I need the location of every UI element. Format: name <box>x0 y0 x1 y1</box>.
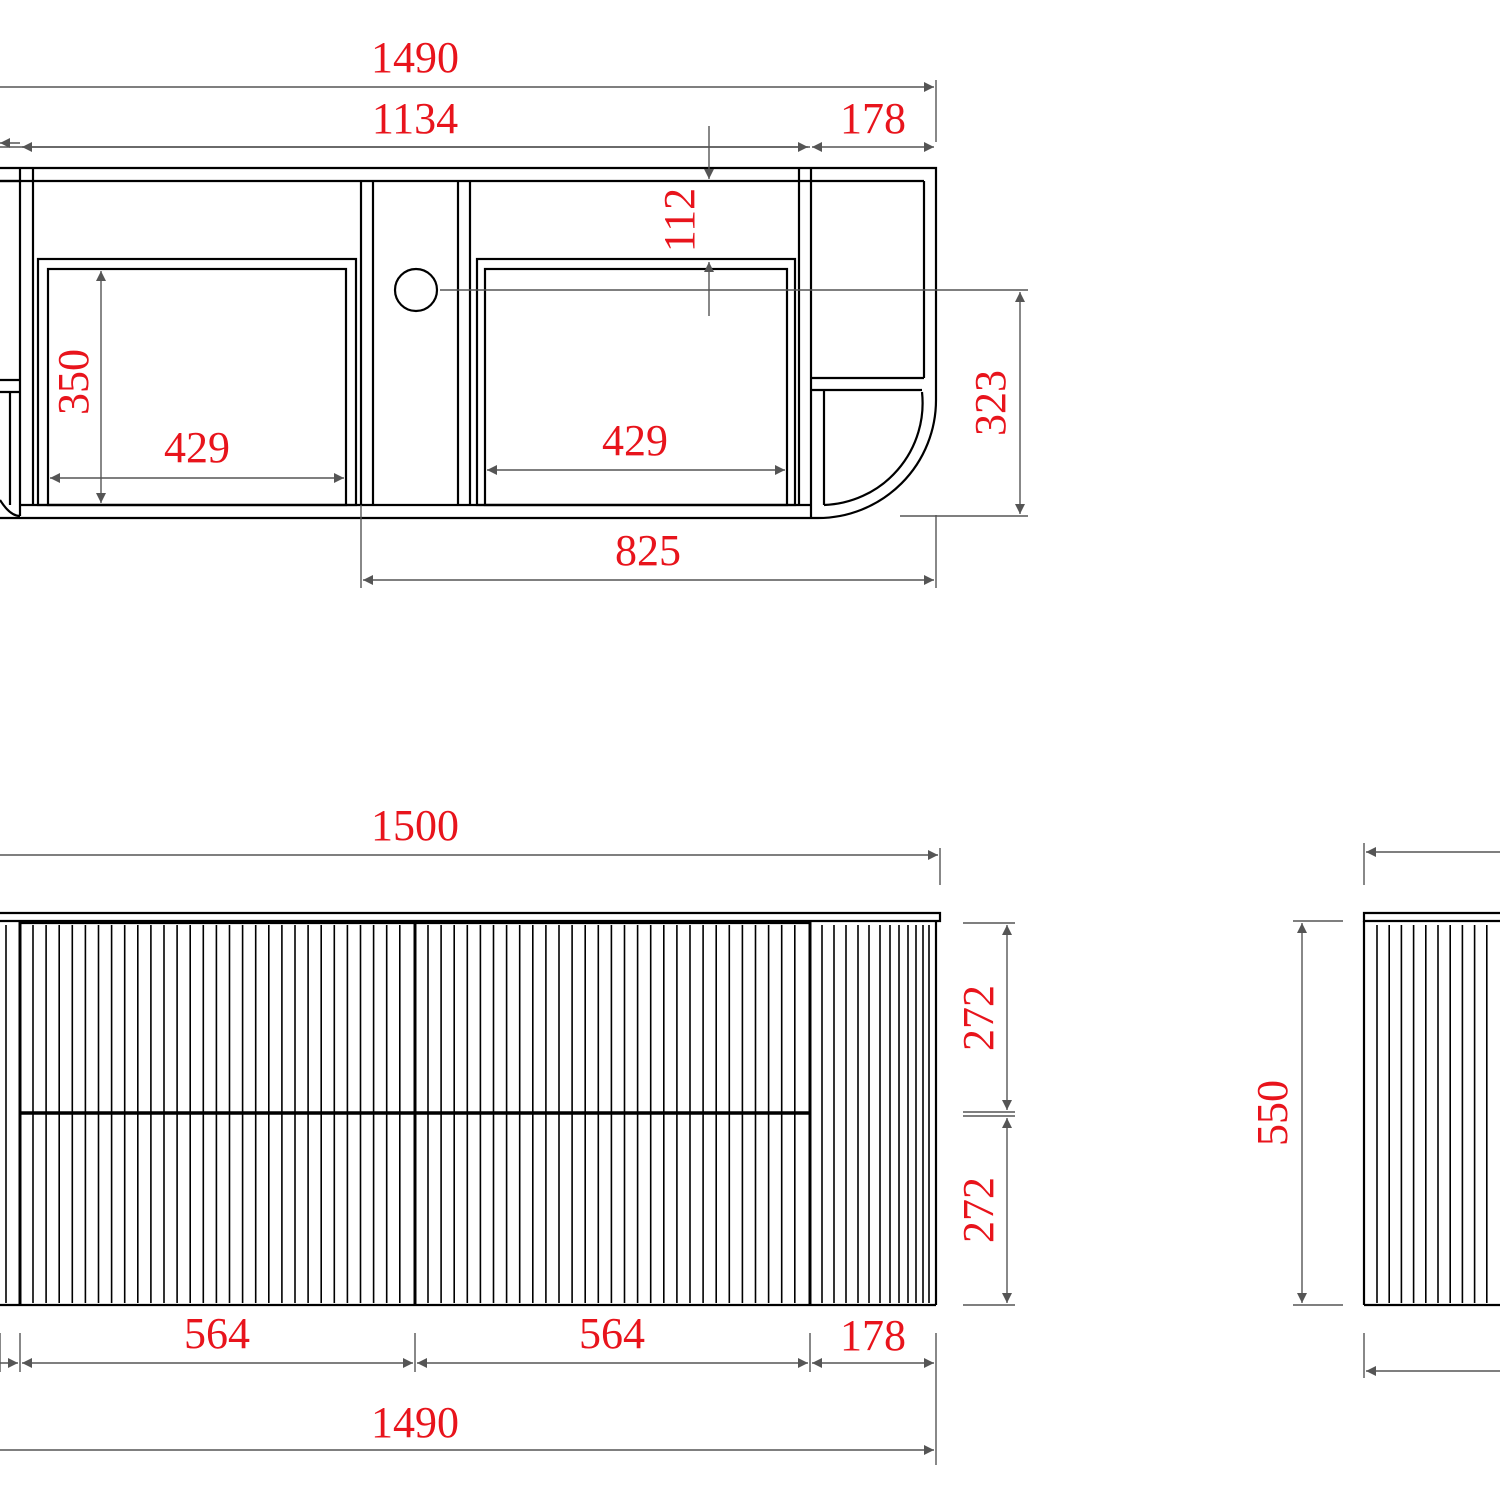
dim-front-left-drawer: 564 <box>184 1309 250 1358</box>
side-flutes <box>1376 925 1488 1303</box>
dim-top-left-drawer: 429 <box>164 423 230 472</box>
front-top-slab <box>0 911 942 923</box>
side-top-slab <box>1362 911 1500 923</box>
waste-hole <box>393 267 439 313</box>
dim-top-overall-width: 1490 <box>371 33 459 82</box>
dim-top-right-section: 825 <box>615 526 681 575</box>
top-view: 1490 1134 178 112 350 429 429 323 825 <box>0 33 1028 588</box>
side-view: 550 <box>1248 843 1500 1378</box>
dim-front-end-width: 178 <box>840 1311 906 1360</box>
dim-top-main-width: 1134 <box>372 94 458 143</box>
left-drawer-box-inner <box>46 267 348 507</box>
dim-front-drawer-bottom-height: 272 <box>954 1177 1003 1243</box>
top-view-outline <box>0 166 938 520</box>
dim-front-drawer-top-height: 272 <box>954 985 1003 1051</box>
dim-side-height: 550 <box>1248 1080 1297 1146</box>
right-drawer-box-inner <box>483 267 789 507</box>
dim-top-end-width: 178 <box>840 94 906 143</box>
dim-top-right-drawer: 429 <box>602 416 668 465</box>
dim-top-inner-depth: 350 <box>49 349 98 415</box>
dim-top-overall-depth: 323 <box>966 370 1015 436</box>
front-view: 1500 272 272 564 564 178 1490 <box>0 801 1015 1465</box>
end-shelf-inner-curve <box>823 391 924 507</box>
dim-front-top-width: 1500 <box>371 801 459 850</box>
top-view-left-curve <box>0 499 21 518</box>
dim-front-right-drawer: 564 <box>579 1309 645 1358</box>
dim-front-bottom-width: 1490 <box>371 1398 459 1447</box>
right-drawer-box-outer <box>475 257 797 507</box>
front-flutes <box>5 925 930 1303</box>
dim-top-basin-offset: 112 <box>655 188 704 252</box>
